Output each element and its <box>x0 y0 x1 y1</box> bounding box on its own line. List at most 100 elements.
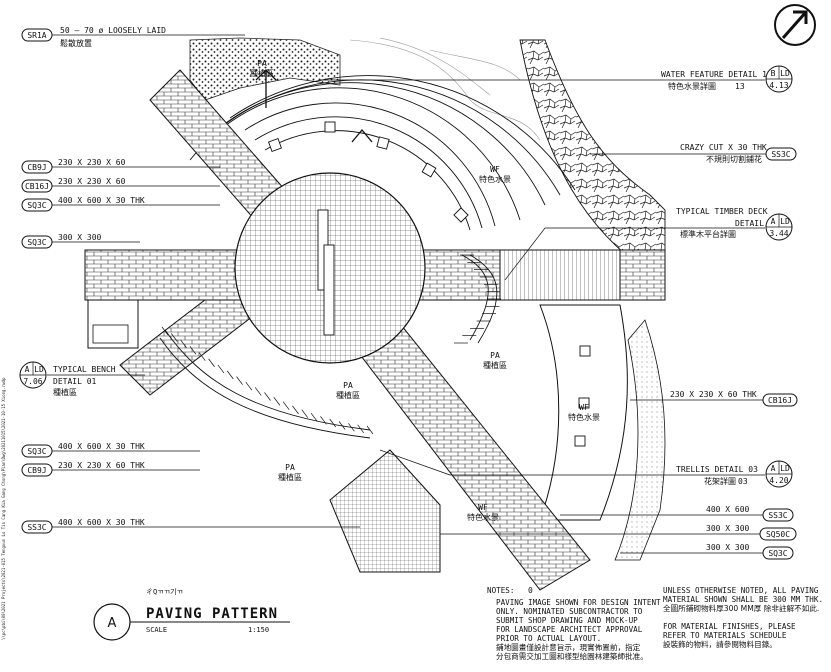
callout-title2: DETAIL <box>735 219 764 228</box>
bench-slat <box>292 405 299 415</box>
note-line: SUBMIT SHOP DRAWING AND MOCK-UP <box>496 616 638 625</box>
section-markers <box>255 69 373 143</box>
callout-tag: CB9J <box>27 163 46 172</box>
callout-title: WATER FEATURE DETAIL 13 <box>661 70 772 79</box>
note-line: 鋪地圖畫僅設計意旨示，現實佈置前，指定 <box>496 642 641 652</box>
note-line: UNLESS OTHERWISE NOTED, ALL PAVING <box>663 586 819 595</box>
bench-detail-ref: A LD 7.06 TYPICAL BENCH DETAIL 01 種植區 <box>19 361 145 397</box>
callout-tag: CB16J <box>25 182 49 191</box>
note-line: 全圖所鋪砌物料厚300 MM厚 除非註解不如此. <box>663 603 819 613</box>
callout-tag: SR1A <box>27 31 46 40</box>
bench-slat <box>301 409 309 418</box>
wf-label: WF <box>478 503 488 512</box>
bench-slat <box>264 392 271 401</box>
svg-text:0: 0 <box>528 586 533 595</box>
callout-cn: 特色水景詳圖 <box>668 81 716 91</box>
ref-mid: LD <box>780 217 790 226</box>
callout-text: 300 X 300 <box>58 233 102 242</box>
callout-tag: SS3C <box>771 150 790 159</box>
bench-slat <box>208 358 215 368</box>
bench-slat <box>254 387 262 396</box>
note-line: ONLY. NOMINATED SUBCONTRACTOR TO <box>496 607 643 616</box>
fine-grid-path <box>329 449 441 573</box>
bench-slat <box>338 421 346 430</box>
bench-slat <box>226 370 234 380</box>
notes: NOTES: 0 PAVING IMAGE SHOWN FOR DESIGN I… <box>487 586 823 661</box>
bollards <box>268 121 591 447</box>
callout-title: CRAZY CUT X 30 THK <box>680 143 767 152</box>
callout-cn: 標準木平台詳圖 <box>680 229 736 239</box>
callout-tag: SS3C <box>27 523 46 532</box>
bench-slat <box>217 364 225 374</box>
pa-label: PA <box>285 463 295 472</box>
pa-label: PA <box>343 381 353 390</box>
bench-slat <box>320 416 327 425</box>
wf-cn-label: 特色水景 <box>467 512 499 522</box>
callout-tag: SS3C <box>768 511 787 520</box>
ref-bottom: 3.44 <box>769 229 788 238</box>
callout-title: 300 X 300 <box>706 524 750 533</box>
callout-tag: SQ50C <box>766 530 790 539</box>
ref-mid: LD <box>780 464 790 473</box>
callout-text: 230 X 230 X 60 <box>58 158 126 167</box>
callout-text: 400 X 600 X 30 THK <box>58 196 145 205</box>
ref-top: B <box>771 69 776 78</box>
pa-label: PA <box>490 351 500 360</box>
north-arrow-icon <box>774 4 816 46</box>
bench-slat <box>366 425 374 435</box>
note-line: PRIOR TO ACTUAL LAYOUT. <box>496 634 601 643</box>
callout-tag: CB16J <box>768 396 792 405</box>
bench-slat <box>180 339 187 349</box>
title-small-label: ㄔQㄲㄲ기ㄲ <box>146 587 183 596</box>
callouts-left: SR1A 50 – 70 ø LOOSELY LAID 鬆散放置 CB9J 23… <box>21 26 360 534</box>
drawing-title: PAVING PATTERN <box>146 606 278 622</box>
scale-value: 1:150 <box>248 626 269 634</box>
bench-slat <box>198 352 206 361</box>
pa-cn-label: 種植區 <box>336 390 360 400</box>
callout-num: 03 <box>738 477 748 486</box>
callout-text: 50 – 70 ø LOOSELY LAID <box>60 26 166 35</box>
bench-slat <box>236 376 243 385</box>
callout-tag: CB9J <box>27 466 46 475</box>
concentric-arcs <box>189 75 576 231</box>
title-block: ㄔQㄲㄲ기ㄲ A PAVING PATTERN SCALE 1:150 <box>93 587 290 641</box>
note-line: MATERIAL SHOWN SHALL BE 300 MM THK. <box>663 595 823 604</box>
note-line: 分包商需交加工圖和樣型給園林建築師批准。 <box>496 651 648 661</box>
note-line: 設裝飾的物料，請參閱物料目錄。 <box>663 639 777 649</box>
callout-title: TYPICAL TIMBER DECK <box>676 207 768 216</box>
dotted-border <box>614 319 666 561</box>
callout-title: 230 X 230 X 60 THK <box>670 390 757 399</box>
pa-cn-label: 種植區 <box>250 68 274 78</box>
plaza-channels <box>317 209 335 336</box>
callout-sub: 鬆散放置 <box>60 38 92 48</box>
pa-cn-label: 種植區 <box>483 360 507 370</box>
bench-title: TYPICAL BENCH <box>53 365 116 374</box>
pa-cn-label: 種植區 <box>278 472 302 482</box>
bench-slat <box>329 418 337 428</box>
bench-slat <box>357 424 364 434</box>
wf-label: WF <box>490 165 500 174</box>
bench-detail: DETAIL 01 <box>53 377 97 386</box>
scale-label: SCALE <box>146 626 167 634</box>
ref-top: A <box>25 365 30 374</box>
note-line: PAVING IMAGE SHOWN FOR DESIGN INTENT <box>496 598 661 607</box>
callout-title: 400 X 600 <box>706 505 750 514</box>
timber-deck <box>499 249 621 301</box>
note-line: FOR LANDSCAPE ARCHITECT APPROVAL <box>496 625 643 634</box>
ref-mid: LD <box>34 365 44 374</box>
bench-slat <box>282 401 290 410</box>
ref-bottom: 7.06 <box>23 377 42 386</box>
callout-text: 230 X 230 X 60 <box>58 177 126 186</box>
callout-tag: SQ3C <box>27 201 46 210</box>
left-end-block <box>87 299 139 349</box>
bench-slat <box>189 346 197 355</box>
ref-top: A <box>771 464 776 473</box>
ref-bottom: 4.13 <box>769 81 788 90</box>
file-path: \\pc\pbi\00\2021 Projects\2021-015 Tengx… <box>1 377 6 640</box>
bench-slat <box>245 381 253 391</box>
bench-slats <box>161 254 501 435</box>
callout-text: 400 X 600 X 30 THK <box>58 442 145 451</box>
ref-bottom: 4.20 <box>769 476 788 485</box>
callout-tag: SQ3C <box>27 238 46 247</box>
callout-text: 230 X 230 X 60 THK <box>58 461 145 470</box>
